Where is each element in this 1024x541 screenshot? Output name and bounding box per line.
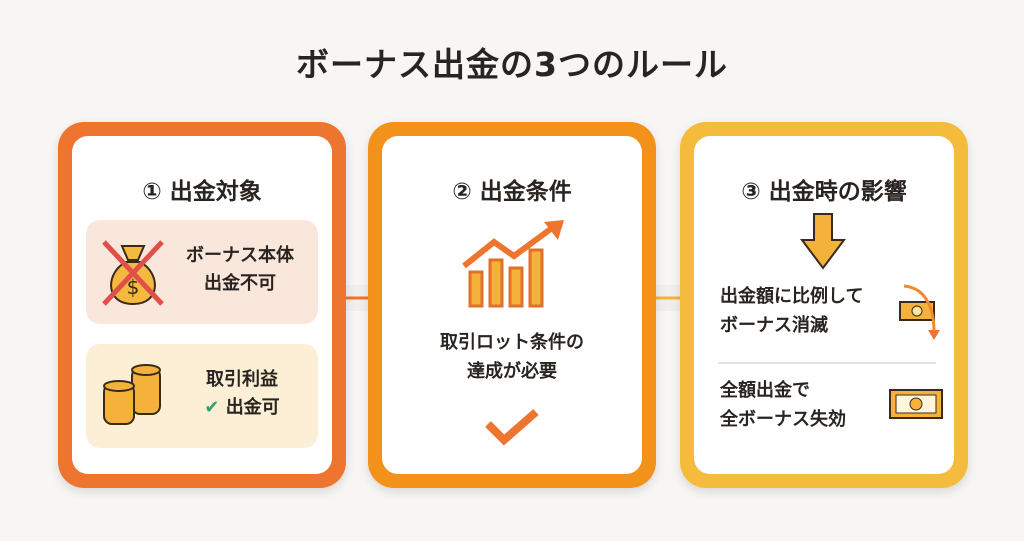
panel-withdrawal-condition: ② 出金条件 取引ロット条件の達成が必要 xyxy=(368,122,656,488)
svg-text:$: $ xyxy=(127,275,140,299)
text-line: 出金不可 xyxy=(204,273,276,294)
proportional-loss-text: 出金額に比例してボーナス消滅 xyxy=(720,282,863,340)
condition-text: 取引ロット条件の達成が必要 xyxy=(382,328,642,386)
text-line: 出金可 xyxy=(225,397,280,418)
panel-withdrawal-impact: ③ 出金時の影響 出金額に比例してボーナス消滅 全額出金で全ボーナス失効 xyxy=(680,122,968,488)
banknote-decrease-icon xyxy=(899,284,940,340)
text-line: 全額出金で xyxy=(720,380,810,401)
page-title: ボーナス出金の3つのルール xyxy=(296,45,728,84)
profit-withdrawable-box: 取引利益 ✔ 出金可 xyxy=(86,344,318,448)
text-line: 出金額に比例して xyxy=(720,286,864,307)
text-line: ボーナス本体 xyxy=(186,245,294,266)
panel-withdrawal-target: ① 出金対象 $ ボーナス本体出金不可 取引利益 ✔ 出金可 xyxy=(58,122,346,488)
text-line: 全ボーナス失効 xyxy=(720,409,846,430)
check-icon: ✔ xyxy=(204,397,220,418)
arrow-down-icon xyxy=(800,213,846,270)
bonus-not-withdrawable-box: $ ボーナス本体出金不可 xyxy=(86,220,318,324)
growth-chart-icon xyxy=(462,220,564,308)
bonus-label: ボーナス本体出金不可 xyxy=(170,242,310,298)
checkmark-icon xyxy=(485,408,539,446)
panel-heading: ③ 出金時の影響 xyxy=(741,179,907,205)
full-loss-text: 全額出金で全ボーナス失効 xyxy=(720,376,846,434)
text-line: 取引利益 xyxy=(206,369,278,390)
profit-label: 取引利益 ✔ 出金可 xyxy=(182,366,302,422)
banknote-icon xyxy=(889,389,943,419)
panel-heading: ① 出金対象 xyxy=(142,179,262,205)
text-line: ボーナス消滅 xyxy=(720,315,828,336)
panel-heading: ② 出金条件 xyxy=(452,179,572,205)
coins-icon xyxy=(103,364,161,425)
text-line: 達成が必要 xyxy=(467,361,557,382)
money-bag-crossed-icon: $ xyxy=(102,240,164,306)
divider xyxy=(718,362,936,364)
text-line: 取引ロット条件の xyxy=(440,332,584,353)
